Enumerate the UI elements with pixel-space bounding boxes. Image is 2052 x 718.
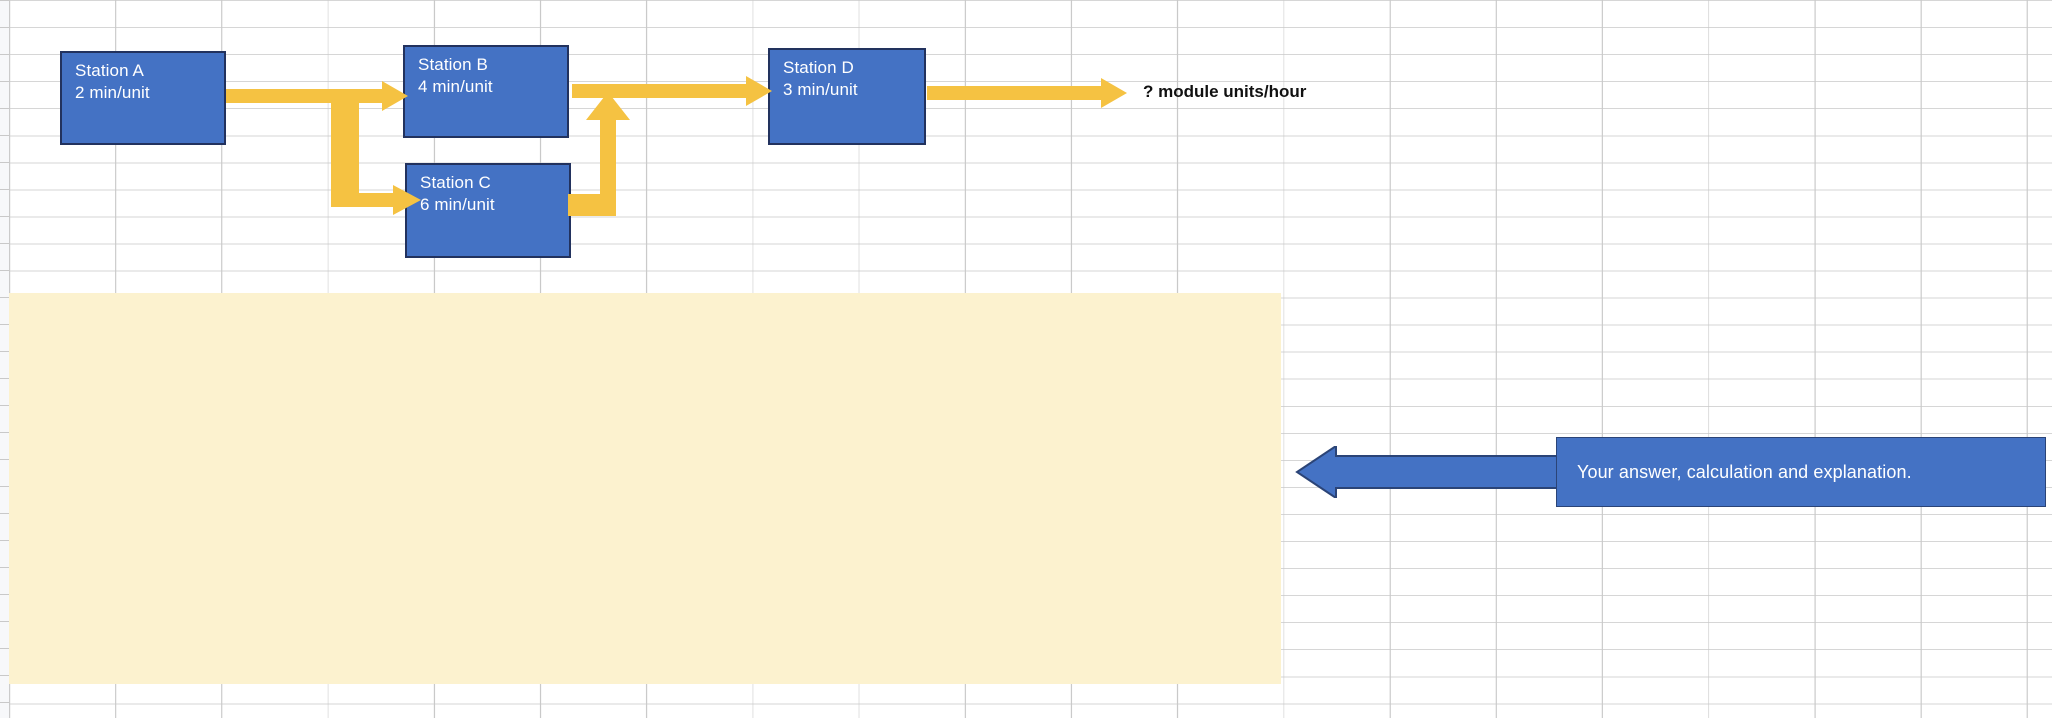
station-d-title: Station D — [783, 58, 854, 77]
answer-callout-box[interactable]: Your answer, calculation and explanation… — [1556, 437, 2046, 507]
answer-fill-region[interactable] — [9, 293, 1281, 684]
station-box-c[interactable]: Station C 6 min/unit — [405, 163, 571, 258]
connector-d-to-output — [927, 78, 1127, 108]
row-header-strip — [0, 0, 9, 718]
station-a-title: Station A — [75, 61, 144, 80]
station-d-rate: 3 min/unit — [783, 80, 858, 100]
station-a-rate: 2 min/unit — [75, 83, 150, 103]
connector-b-to-d — [572, 76, 772, 106]
station-box-a[interactable]: Station A 2 min/unit — [60, 51, 226, 145]
station-b-title: Station B — [418, 55, 488, 74]
station-c-rate: 6 min/unit — [420, 195, 495, 215]
answer-callout-text: Your answer, calculation and explanation… — [1577, 461, 1912, 482]
output-label: ? module units/hour — [1143, 82, 1307, 101]
station-box-d[interactable]: Station D 3 min/unit — [768, 48, 926, 145]
station-box-b[interactable]: Station B 4 min/unit — [403, 45, 569, 138]
callout-arrow-left-icon — [1294, 444, 1565, 503]
connector-c-to-merge — [568, 84, 642, 216]
station-b-rate: 4 min/unit — [418, 77, 493, 97]
station-c-title: Station C — [420, 173, 491, 192]
connector-a-to-c — [331, 89, 421, 224]
connector-a-to-b — [226, 81, 408, 111]
